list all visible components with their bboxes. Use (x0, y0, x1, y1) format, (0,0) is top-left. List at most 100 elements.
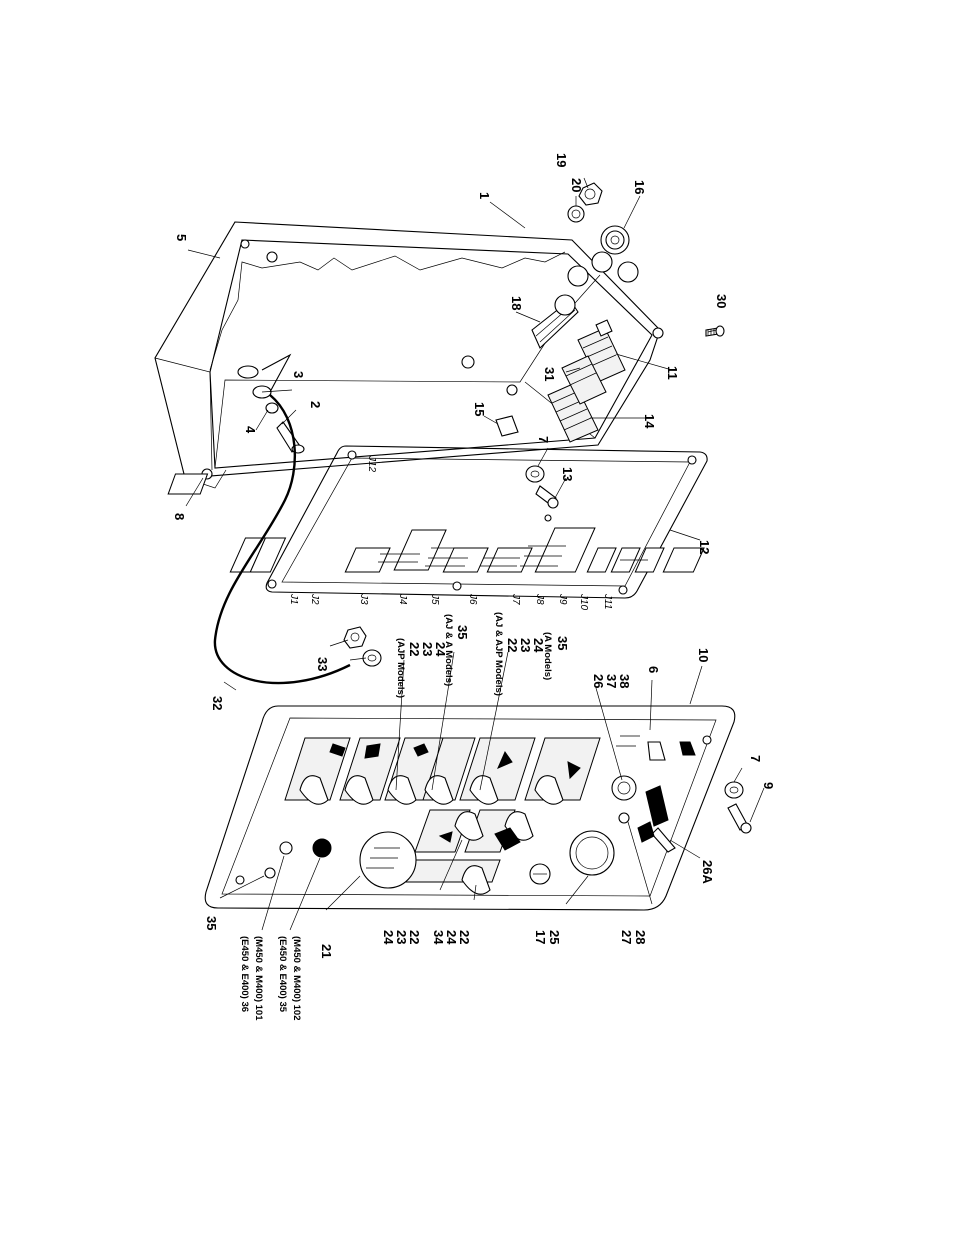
stack-item: 24 (531, 638, 546, 653)
connector-label-j1: J1 (288, 593, 299, 605)
stack-item: 24 (433, 642, 448, 657)
connector-labels: J1 J2 J3 J4 J5 J6 J7 J8 J9 J10 J11 J12 (288, 455, 613, 611)
indicator-lamp-black (312, 838, 332, 858)
callout: 19 (554, 153, 569, 167)
callout: 15 (472, 402, 487, 416)
stack-item: 34 (431, 930, 446, 945)
connector-label-j12: J12 (366, 455, 377, 473)
callout: 5 (174, 234, 189, 241)
stack-note: (M450 & M400) 101 (253, 936, 264, 1021)
ground-wire (213, 394, 382, 685)
callout: 11 (665, 366, 680, 380)
callout: 26A (700, 860, 715, 884)
ignition-key (637, 785, 676, 853)
key-switch (611, 775, 637, 824)
cable-gland (531, 294, 579, 349)
stack-item: 38 (617, 674, 632, 688)
stack-item: 35 (455, 625, 470, 639)
callout: 18 (509, 296, 524, 310)
washer (567, 205, 585, 223)
callout-stack-aj-ajp-models: (AJ & AJP Models) 22 23 24 (A Models) 35 (493, 612, 570, 696)
callout: 28 (633, 930, 648, 944)
stack-item: 23 (394, 930, 409, 944)
connector-label-j5: J5 (429, 593, 440, 605)
terminal-strip-lower (547, 382, 599, 443)
callout-numbers: 1 5 19 20 16 18 30 31 11 3 2 15 14 4 7 1… (172, 153, 776, 958)
callout: 9 (761, 782, 776, 789)
stack-item: 24 (444, 930, 459, 945)
panel-mount-screw (724, 781, 752, 834)
callout-stack-key-switch: 26 37 38 (591, 674, 632, 688)
stack-note: (E450 & E400) 36 (239, 936, 250, 1012)
stack-note: (A Models) (542, 632, 553, 680)
toggle-switches (299, 775, 564, 895)
stack-note: (AJ & AJP Models) (493, 612, 504, 696)
stack-item: 37 (604, 674, 619, 688)
board-mount-screw (525, 465, 559, 522)
connector-label-j4: J4 (397, 593, 408, 605)
callout: 17 (533, 930, 548, 944)
stack-item: 23 (518, 638, 533, 652)
horn-button (359, 831, 417, 889)
connector-label-j11: J11 (602, 593, 613, 609)
stack-note: (M450 & M400) 102 (291, 936, 302, 1020)
leader-lines (185, 177, 765, 931)
callout: 7 (748, 755, 763, 762)
stack-item: 22 (505, 638, 520, 652)
callout: 16 (632, 180, 647, 194)
callout: 10 (696, 648, 711, 662)
clip-bracket (495, 415, 519, 437)
callout: 4 (243, 426, 258, 434)
grommet (600, 225, 630, 255)
callout: 6 (646, 666, 661, 673)
stack-item: 22 (457, 930, 472, 944)
callout: 31 (542, 367, 557, 381)
callout: 7 (536, 436, 551, 443)
callout: 27 (619, 930, 634, 944)
callout: 8 (172, 513, 187, 520)
terminal-strip-upper (577, 319, 626, 383)
control-panel (204, 705, 752, 911)
stack-item: 22 (407, 642, 422, 656)
lock-nut (578, 182, 603, 206)
callout: 32 (210, 696, 225, 710)
connector-label-j9: J9 (557, 593, 568, 605)
indicator-lamp (279, 841, 293, 855)
callout-stack-switch-b: 34 24 22 (431, 930, 472, 945)
callout: 12 (697, 540, 712, 554)
connector-label-j3: J3 (358, 593, 369, 605)
connector-label-j8: J8 (534, 593, 545, 605)
screw (705, 325, 725, 337)
stack-item: 23 (420, 642, 435, 656)
ground-nut (343, 626, 367, 649)
stack-item: 22 (407, 930, 422, 944)
callout: 35 (204, 916, 219, 930)
terminal-strip-middle (561, 355, 607, 405)
callout: 13 (560, 467, 575, 481)
circuit-board (167, 445, 708, 599)
stack-item: 24 (381, 930, 396, 945)
callout-stack-switch-a: 24 23 22 (381, 930, 422, 945)
stack-note: (AJ & A Models) (443, 614, 454, 686)
callout: 25 (547, 930, 562, 944)
callout: 33 (315, 657, 330, 671)
callout: 21 (319, 944, 334, 958)
callout-stack-ajp-models: (AJP Models) 22 23 24 (AJ & A Models) 35 (395, 614, 470, 698)
connector-label-j6: J6 (467, 593, 478, 605)
connector-label-j10: J10 (578, 593, 589, 611)
stack-item: 35 (555, 636, 570, 650)
control-box-enclosure (154, 221, 664, 489)
callout-stack-model-button: (E450 & E400) 35 (M450 & M400) 102 (277, 936, 302, 1020)
stack-note: (E450 & E400) 35 (277, 936, 288, 1013)
callout: 20 (569, 178, 584, 192)
emergency-stop-button (569, 830, 615, 876)
callout-stack-model-lamp: (E450 & E400) 36 (M450 & M400) 101 (239, 936, 264, 1021)
callout: 30 (714, 294, 729, 308)
callout: 1 (477, 192, 492, 199)
callout: 14 (642, 414, 657, 429)
stack-item: 26 (591, 674, 606, 688)
stack-note: (AJP Models) (395, 638, 406, 698)
connector-label-j7: J7 (510, 593, 521, 605)
connector-label-j2: J2 (309, 593, 320, 605)
